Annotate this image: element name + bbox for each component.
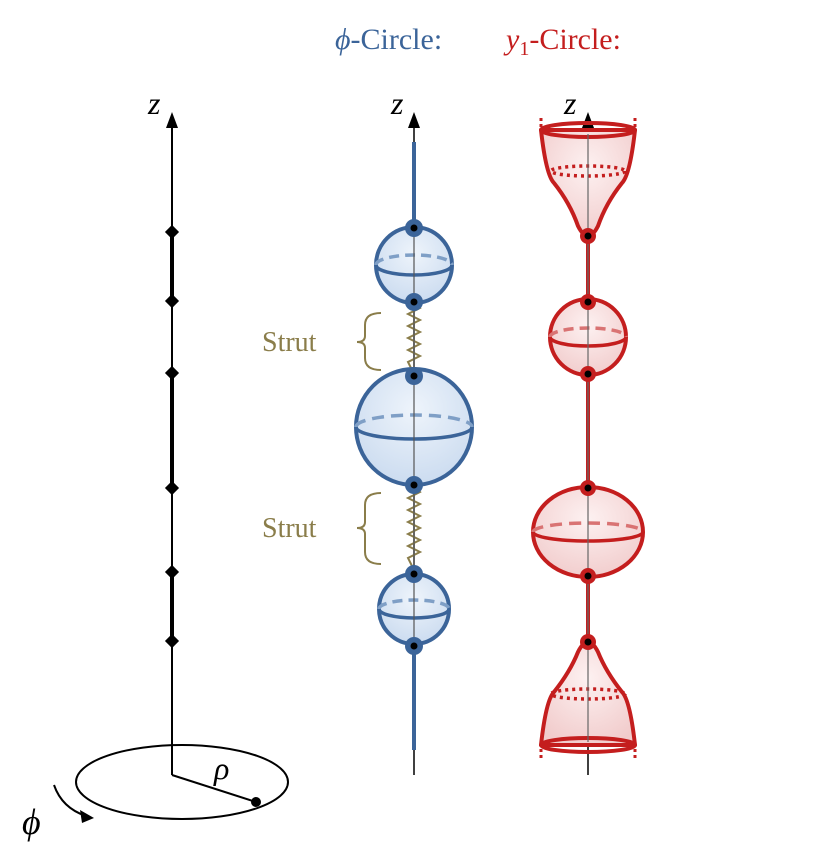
right-z-label: z xyxy=(563,85,577,121)
phi-symbol: ϕ xyxy=(335,23,351,56)
y1-node xyxy=(580,634,596,650)
y1-node xyxy=(580,294,596,310)
phi-node xyxy=(405,367,423,385)
phi-node xyxy=(405,293,423,311)
phi-arrowhead xyxy=(80,810,94,823)
y1-node xyxy=(580,568,596,584)
phi-circle-suffix: -Circle: xyxy=(351,23,443,56)
rho-endpoint xyxy=(251,797,261,807)
diamond-marker xyxy=(164,293,180,309)
base-circle xyxy=(75,744,289,820)
phi-node xyxy=(405,637,423,655)
y1-node xyxy=(580,366,596,382)
y-subscript: 1 xyxy=(519,38,529,60)
left-z-label: z xyxy=(147,85,161,121)
rho-radius xyxy=(171,774,257,803)
mid-z-arrowhead xyxy=(408,112,420,128)
y1-circle-suffix: -Circle: xyxy=(529,23,621,56)
lower-strut-brace xyxy=(356,492,382,565)
phi-circle-title: ϕ-Circle: xyxy=(335,23,442,56)
diamond-markers xyxy=(164,224,180,649)
phi-node xyxy=(405,565,423,583)
phi-nodes xyxy=(405,219,423,655)
phi-node xyxy=(405,476,423,494)
upper-strut-brace xyxy=(356,312,382,371)
diamond-marker xyxy=(164,224,180,240)
phi-label: ϕ xyxy=(22,802,41,842)
mid-z-label: z xyxy=(390,85,404,121)
left-z-arrowhead xyxy=(166,112,178,128)
upper-strut-label: Strut xyxy=(262,327,317,358)
y-symbol: y xyxy=(503,23,520,56)
y1-circle-title: y1-Circle: xyxy=(503,23,621,60)
y1-circle-column: z xyxy=(531,85,645,775)
diamond-marker xyxy=(164,564,180,580)
diamond-marker xyxy=(164,480,180,496)
phi-circle-column: z xyxy=(262,85,474,775)
diamond-marker xyxy=(164,365,180,381)
y1-node xyxy=(580,228,596,244)
lower-strut-label: Strut xyxy=(262,513,317,544)
right-z-arrowhead xyxy=(582,112,594,128)
left-column: z ρ ϕ xyxy=(22,85,289,842)
phi-node xyxy=(405,219,423,237)
y1-nodes xyxy=(580,228,596,650)
rho-label: ρ xyxy=(213,750,229,786)
y1-node xyxy=(580,480,596,496)
diamond-marker xyxy=(164,633,180,649)
